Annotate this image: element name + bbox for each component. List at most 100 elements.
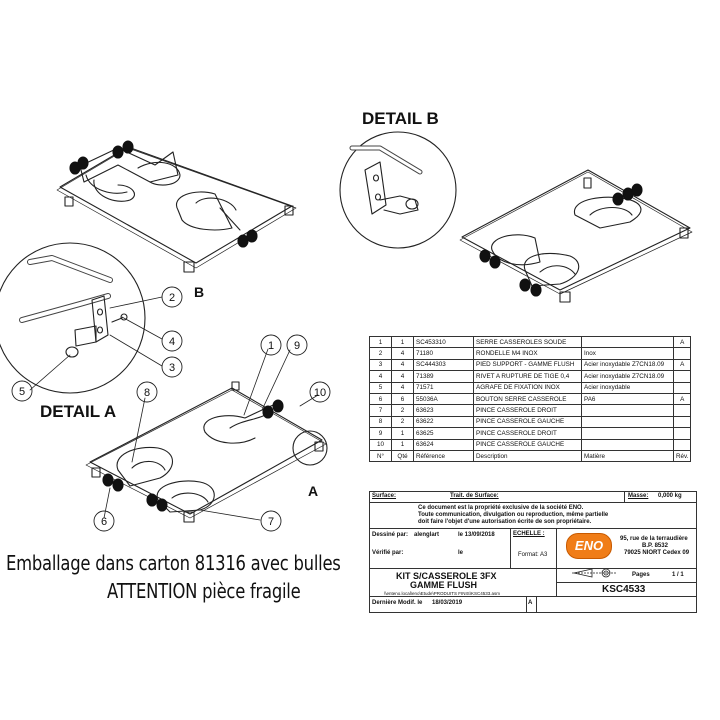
table-cell-qty: 4 [391,370,414,383]
view-main [85,381,328,523]
legal-line-2: Toute communication, divulgation ou repr… [418,512,609,518]
eno-logo: ENO [566,533,612,559]
address-line-1: 95, rue de la terraudière [620,536,688,542]
callout-4: 4 [169,336,175,348]
packaging-note: Emballage dans carton 81316 avec bulles [6,551,341,575]
table-header-n: N° [369,449,392,463]
legal-line-3: doit faire l'objet d'une autorisation éc… [418,519,592,525]
table-cell-n: 10 [369,438,392,451]
table-cell-desc: PINCE CASSEROLE DROIT [473,427,582,440]
table-cell-rev [672,381,692,394]
echelle-label: ECHELLE : [513,531,545,537]
last-modified-date: 18/03/2019 [432,600,463,606]
table-cell-desc: PINCE CASSEROLE GAUCHE [473,438,582,451]
callout-2: 2 [169,292,175,304]
table-cell-qty: 2 [391,404,414,417]
format-value: A3 [540,552,548,558]
table-cell-desc: RONDELLE M4 INOX [473,347,582,360]
table-cell-ref: 63625 [413,427,474,440]
detail-a-title: DETAIL A [40,402,117,421]
table-cell-mat: Inox [581,347,674,360]
masse-value: 0,000 kg [658,493,682,499]
trait-label: Trait. de Surface: [450,493,499,499]
verifie-label: Vérifié par: [372,550,404,556]
table-cell-qty: 1 [391,335,414,349]
table-cell-n: 4 [369,370,392,383]
foot-icon [64,196,74,207]
last-modified-label: Dernière Modif. le [372,600,423,606]
view-label-a: A [308,483,318,499]
table-cell-rev: A [672,335,692,349]
table-cell-qty: 1 [391,427,414,440]
callout-8: 8 [144,387,150,399]
drawing-title-1: KIT S/CASSEROLE 3FX [396,571,497,581]
table-cell-mat [581,404,674,417]
table-cell-rev [672,347,692,360]
table-cell-qty: 1 [391,438,414,451]
table-cell-desc: PINCE CASSEROLE DROIT [473,404,582,417]
table-cell-desc: PIED SUPPORT - GAMME FLUSH [473,358,582,372]
address-line-2: B.P. 8532 [642,543,668,549]
table-header-qty: Qté [391,449,414,463]
table-cell-desc: PINCE CASSEROLE GAUCHE [473,415,582,429]
pages-value: 1 / 1 [672,572,684,578]
table-cell-rev [672,438,692,451]
fragile-note: ATTENTION pièce fragile [107,579,301,603]
verifie-date: le [458,550,464,556]
foot-icon [284,205,294,216]
table-cell-ref: 63623 [413,404,474,417]
callout-3: 3 [169,362,175,374]
detail-b-title: DETAIL B [362,109,439,128]
table-cell-ref: 63624 [413,438,474,451]
table-cell-ref: 71389 [413,370,474,383]
table-cell-mat: Acier inoxydable Z7CN18.09 [581,370,674,383]
dessine-value: alenglart [414,532,440,538]
callout-10: 10 [314,387,326,399]
table-cell-n: 9 [369,427,392,440]
format-label: Format: [518,552,539,558]
table-cell-ref: SC453310 [413,335,474,349]
table-cell-ref: 71571 [413,381,474,394]
table-cell-mat [581,335,674,349]
table-cell-ref: 63622 [413,415,474,429]
table-cell-n: 7 [369,404,392,417]
table-cell-n: 5 [369,381,392,394]
table-cell-ref: SC444303 [413,358,474,372]
table-cell-n: 8 [369,415,392,429]
table-cell-rev [672,415,692,429]
dessine-date: le 13/09/2018 [458,532,495,538]
leader-lines [29,296,319,521]
table-cell-desc: BOUTON SERRE CASSEROLE [473,392,582,406]
table-cell-rev: A [672,392,692,406]
legal-line-1: Ce document est la propriété exclusive d… [418,505,584,511]
table-cell-rev [672,427,692,440]
callout-7: 7 [268,516,274,528]
title-block: Surface: Trait. de Surface: Masse: 0,000… [369,491,697,613]
file-path: \\enteno.local\eno\Etude\PRODUITS FINIS\… [384,591,501,596]
table-header-desc: Description [473,449,582,463]
table-cell-qty: 4 [391,347,414,360]
table-cell-qty: 6 [391,392,414,406]
table-cell-rev [672,404,692,417]
view-top-right [459,169,693,303]
reference-code: KSC4533 [602,584,646,595]
table-cell-qty: 4 [391,358,414,372]
table-cell-n: 2 [369,347,392,360]
table-cell-ref: 71180 [413,347,474,360]
view-label-b: B [194,284,204,300]
table-cell-desc: RIVET A RUPTURE DE TIGE 0,4 [473,370,582,383]
view-top-left [56,140,297,273]
table-cell-desc: SERRE CASSEROLES SOUDE [473,335,582,349]
callout-9: 9 [294,340,300,352]
table-header-ref: Référence [413,449,474,463]
